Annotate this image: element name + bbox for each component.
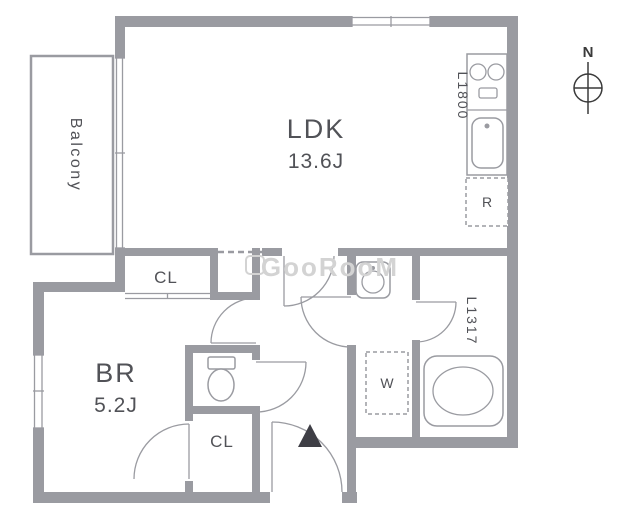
bedroom-size-label: 5.2J xyxy=(94,394,138,417)
exterior-walls xyxy=(33,16,518,503)
watermark-logo-icon xyxy=(245,255,265,275)
bath-size-label: L1317 xyxy=(464,297,480,346)
door-bedroom xyxy=(210,297,257,344)
door-entrance xyxy=(271,421,343,493)
wall-segment xyxy=(507,16,518,448)
wall-segment xyxy=(342,492,357,503)
wall-segment xyxy=(125,248,218,256)
bedroom-label: BR xyxy=(95,358,137,388)
washer-label: W xyxy=(380,375,394,391)
closet-lower-label: CL xyxy=(210,432,234,451)
wall-segment xyxy=(338,248,507,256)
wall-segment xyxy=(185,414,193,421)
interior-walls xyxy=(125,248,507,492)
wall-segment xyxy=(210,292,252,300)
wall-segment xyxy=(33,282,44,355)
wall-segment xyxy=(185,481,193,492)
bathtub-icon xyxy=(423,355,504,427)
watermark-text: GooRooM xyxy=(261,252,399,282)
kitchen-size-label: L1800 xyxy=(455,72,471,121)
wall-segment xyxy=(115,16,352,27)
window-balcony xyxy=(115,57,125,249)
refrigerator-label: R xyxy=(482,194,492,210)
wall-segment xyxy=(33,282,125,292)
closet-upper-doors xyxy=(125,292,210,300)
wall-segment xyxy=(262,248,282,256)
wall-segment xyxy=(115,248,125,292)
window-bedroom xyxy=(33,354,44,429)
door-hall-ldk xyxy=(283,255,335,307)
wall-segment xyxy=(412,256,420,300)
wall-segment xyxy=(33,428,44,503)
stove-icon xyxy=(469,63,505,99)
washbasin-icon xyxy=(355,261,391,299)
north-compass-icon: N xyxy=(573,44,603,114)
wall-segment xyxy=(185,406,260,414)
door-bathroom xyxy=(415,301,457,343)
refrigerator-box: R xyxy=(465,177,509,227)
toilet-icon xyxy=(207,356,236,402)
door-washroom xyxy=(300,296,352,348)
wall-segment xyxy=(185,353,193,406)
wall-segment xyxy=(412,340,420,437)
entrance-marker xyxy=(298,424,322,447)
balcony-outline xyxy=(29,54,115,256)
wall-segment xyxy=(115,16,125,58)
wall-segment xyxy=(347,437,356,503)
north-label: N xyxy=(583,44,594,61)
wall-segment xyxy=(347,256,356,295)
watermark: GooRooM xyxy=(245,252,399,282)
closet-upper-label: CL xyxy=(154,268,178,287)
window-top xyxy=(351,16,431,27)
door-closet-lower xyxy=(133,423,190,480)
wall-segment xyxy=(347,345,356,437)
wall-segment xyxy=(33,492,270,503)
wall-segment xyxy=(252,410,260,492)
wall-segment xyxy=(430,16,518,27)
ldk-label: LDK xyxy=(287,114,346,144)
wall-segment xyxy=(210,256,218,296)
washer-box: W xyxy=(365,351,409,415)
kitchen-sink-icon xyxy=(471,117,504,169)
wall-segment xyxy=(185,345,260,353)
balcony-label: Balcony xyxy=(67,118,84,192)
ldk-size-label: 13.6J xyxy=(288,150,344,173)
wall-segment xyxy=(347,437,518,448)
door-toilet xyxy=(255,361,307,413)
